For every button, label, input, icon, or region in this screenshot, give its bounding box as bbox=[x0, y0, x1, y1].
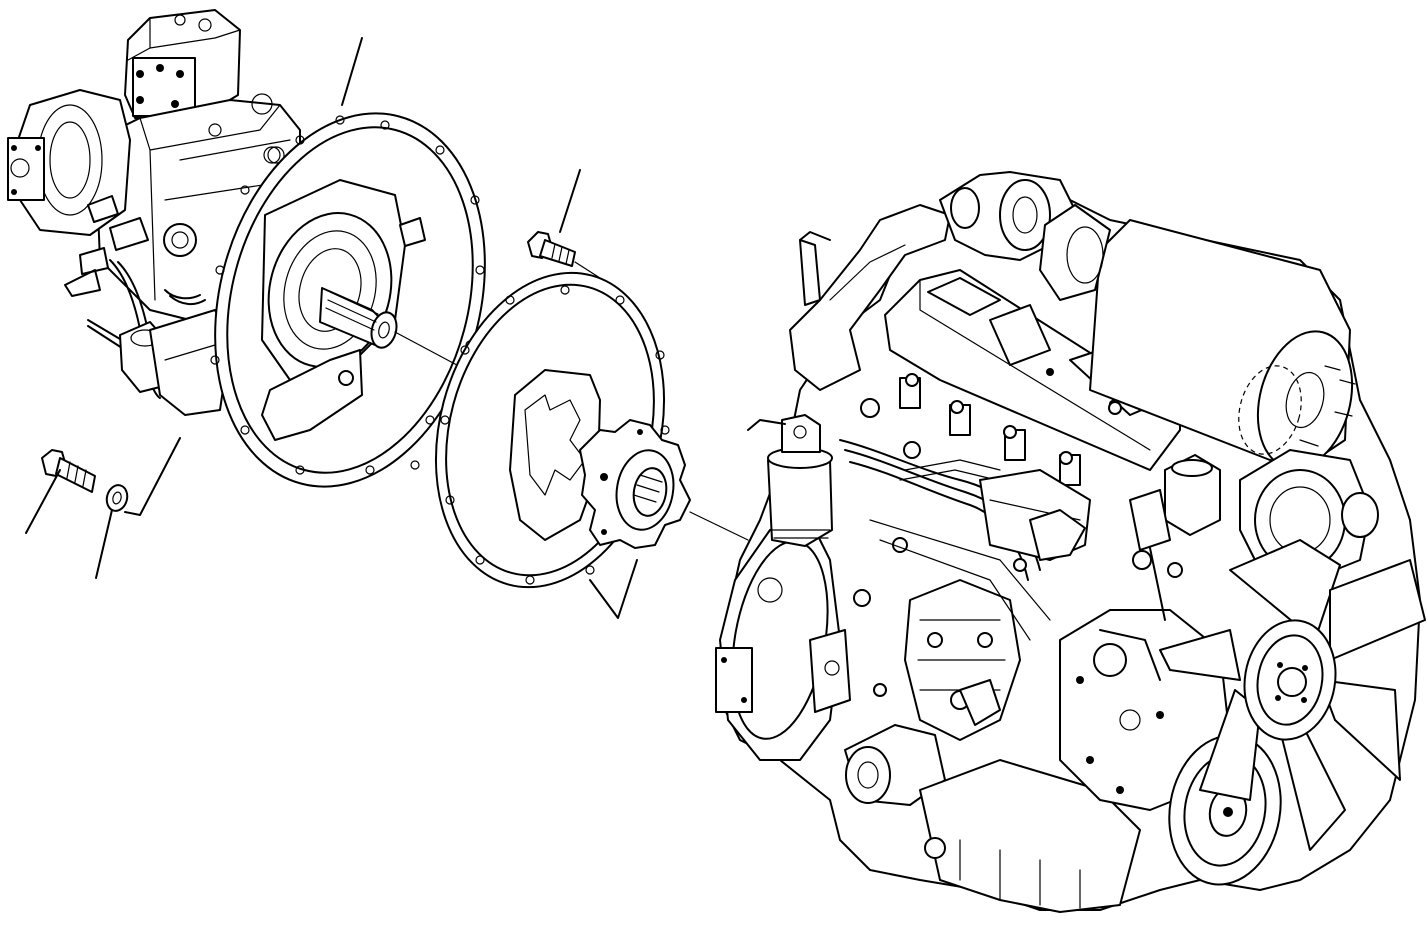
washer bbox=[105, 484, 129, 512]
pump-mounting-flange bbox=[210, 112, 486, 488]
callout-leader-bolt-top bbox=[559, 169, 581, 233]
callout-leader-bolt-lower bbox=[25, 469, 61, 534]
cooling-fan bbox=[1159, 539, 1426, 851]
mounting-bolt-with-washer bbox=[41, 449, 96, 493]
callout-leaders bbox=[25, 37, 638, 619]
assembly-line-bolt bbox=[574, 261, 601, 279]
rubber-coupling-element bbox=[579, 419, 691, 549]
callout-leader-coupling bbox=[589, 559, 638, 619]
assembly-line-coupling bbox=[689, 511, 749, 541]
mounting-bolt bbox=[527, 231, 576, 267]
callout-leader-bolt-washer-bracket bbox=[124, 437, 181, 516]
callout-leader-pump bbox=[341, 37, 363, 106]
callout-leader-washer bbox=[95, 509, 113, 579]
